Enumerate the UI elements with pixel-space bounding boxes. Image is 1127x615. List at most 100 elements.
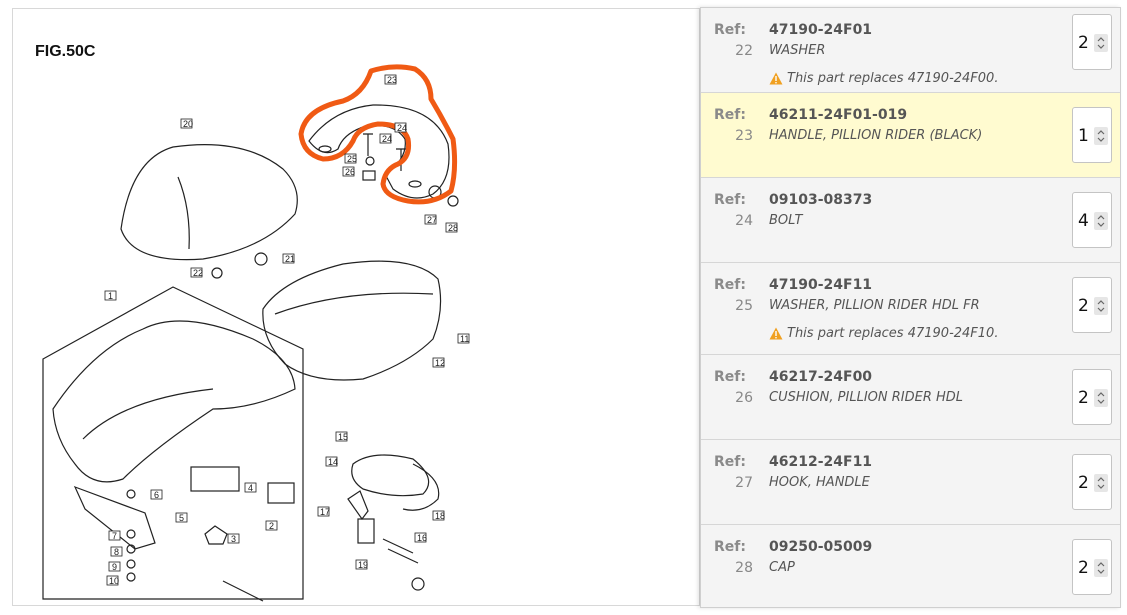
callout-label: 15 [338, 432, 348, 442]
part-description: WASHER [769, 43, 826, 58]
quantity-stepper[interactable]: 2 [1072, 369, 1112, 425]
callout-1[interactable]: 1 [104, 290, 117, 301]
ref-number: 22 [735, 43, 753, 59]
part-row-25[interactable]: Ref: 25 47190-24F11 WASHER, PILLION RIDE… [701, 263, 1120, 355]
warning-icon [769, 72, 783, 85]
callout-label: 9 [112, 562, 117, 572]
callout-label: 21 [285, 254, 295, 264]
spin-arrows-icon[interactable] [1094, 559, 1108, 577]
ref-number: 26 [735, 390, 753, 406]
ref-number: 28 [735, 560, 753, 576]
part-number[interactable]: 46211-24F01-019 [769, 107, 908, 123]
part-row-23[interactable]: Ref: 23 46211-24F01-019 HANDLE, PILLION … [701, 93, 1120, 178]
part-number[interactable]: 47190-24F01 [769, 22, 873, 38]
part-number[interactable]: 47190-24F11 [769, 277, 873, 293]
ref-label: Ref: [714, 22, 746, 38]
callout-21[interactable]: 21 [282, 253, 295, 264]
ref-label: Ref: [714, 107, 746, 123]
part-number[interactable]: 09250-05009 [769, 539, 873, 555]
supersession-note: This part replaces 47190-24F00. [769, 71, 998, 86]
quantity-value[interactable]: 2 [1078, 388, 1089, 408]
callout-label: 16 [417, 533, 427, 543]
part-row-22[interactable]: Ref: 22 47190-24F01 WASHER This part rep… [701, 8, 1120, 93]
callout-15[interactable]: 15 [335, 431, 348, 442]
exploded-view-drawing: 23 20 24 24 25 26 27 28 21 22 1 11 12 15… [42, 64, 470, 602]
callout-26[interactable]: 26 [342, 166, 355, 177]
callout-7[interactable]: 7 [108, 530, 121, 541]
spin-arrows-icon[interactable] [1094, 212, 1108, 230]
callout-label: 1 [108, 291, 113, 301]
ref-number: 25 [735, 298, 753, 314]
figure-title: FIG.50C [35, 43, 96, 60]
callout-label: 8 [114, 547, 119, 557]
callout-23[interactable]: 23 [384, 74, 397, 85]
part-row-27[interactable]: Ref: 27 46212-24F11 HOOK, HANDLE 2 [701, 440, 1120, 525]
callout-label: 17 [320, 507, 330, 517]
quantity-value[interactable]: 1 [1078, 126, 1089, 146]
part-row-24[interactable]: Ref: 24 09103-08373 BOLT 4 [701, 178, 1120, 263]
warning-icon [769, 327, 783, 340]
part-row-26[interactable]: Ref: 26 46217-24F00 CUSHION, PILLION RID… [701, 355, 1120, 440]
callout-10[interactable]: 10 [106, 575, 119, 586]
callout-16[interactable]: 16 [414, 532, 427, 543]
callout-label: 20 [183, 119, 193, 129]
callout-28[interactable]: 28 [445, 222, 458, 233]
part-description: CAP [769, 560, 795, 575]
quantity-stepper[interactable]: 1 [1072, 107, 1112, 163]
ref-label: Ref: [714, 454, 746, 470]
callout-27[interactable]: 27 [424, 214, 437, 225]
callout-label: 26 [345, 167, 355, 177]
callout-24a[interactable]: 24 [394, 122, 407, 133]
callout-label: 5 [179, 513, 184, 523]
callout-14[interactable]: 14 [325, 456, 338, 467]
callout-25[interactable]: 25 [344, 153, 357, 164]
callout-label: 28 [448, 223, 458, 233]
callout-24b[interactable]: 24 [379, 133, 392, 144]
callout-4[interactable]: 4 [244, 482, 257, 493]
callout-label: 11 [460, 334, 469, 344]
callout-12[interactable]: 12 [432, 357, 445, 368]
quantity-stepper[interactable]: 2 [1072, 454, 1112, 510]
quantity-value[interactable]: 2 [1078, 33, 1089, 53]
spin-arrows-icon[interactable] [1094, 127, 1108, 145]
callout-9[interactable]: 9 [108, 561, 121, 572]
quantity-stepper[interactable]: 2 [1072, 14, 1112, 70]
part-description: HANDLE, PILLION RIDER (BLACK) [769, 128, 983, 143]
callout-label: 3 [231, 534, 236, 544]
part-description: BOLT [769, 213, 803, 228]
parts-diagram[interactable]: FIG.50C [12, 8, 700, 606]
callout-6[interactable]: 6 [150, 489, 163, 500]
callout-2[interactable]: 2 [265, 520, 278, 531]
quantity-value[interactable]: 4 [1078, 211, 1089, 231]
callout-5[interactable]: 5 [175, 512, 188, 523]
callout-22[interactable]: 22 [190, 267, 203, 278]
ref-label: Ref: [714, 369, 746, 385]
quantity-value[interactable]: 2 [1078, 473, 1089, 493]
callout-8[interactable]: 8 [110, 546, 123, 557]
quantity-stepper[interactable]: 4 [1072, 192, 1112, 248]
callout-19[interactable]: 19 [355, 559, 368, 570]
callout-3[interactable]: 3 [227, 533, 240, 544]
callout-label: 14 [328, 457, 338, 467]
part-row-28[interactable]: Ref: 28 09250-05009 CAP 2 [701, 525, 1120, 607]
spin-arrows-icon[interactable] [1094, 34, 1108, 52]
part-number[interactable]: 46212-24F11 [769, 454, 873, 470]
part-number[interactable]: 09103-08373 [769, 192, 873, 208]
spin-arrows-icon[interactable] [1094, 389, 1108, 407]
parts-list[interactable]: Ref: 22 47190-24F01 WASHER This part rep… [700, 7, 1121, 608]
spin-arrows-icon[interactable] [1094, 474, 1108, 492]
callout-17[interactable]: 17 [317, 506, 330, 517]
callout-20[interactable]: 20 [180, 118, 193, 129]
quantity-value[interactable]: 2 [1078, 558, 1089, 578]
callout-18[interactable]: 18 [432, 510, 445, 521]
quantity-stepper[interactable]: 2 [1072, 539, 1112, 595]
ref-number: 23 [735, 128, 753, 144]
quantity-stepper[interactable]: 2 [1072, 277, 1112, 333]
supersession-text: This part replaces 47190-24F00. [787, 71, 999, 86]
spin-arrows-icon[interactable] [1094, 297, 1108, 315]
callout-11[interactable]: 11 [457, 333, 470, 344]
ref-label: Ref: [714, 277, 746, 293]
part-number[interactable]: 46217-24F00 [769, 369, 873, 385]
quantity-value[interactable]: 2 [1078, 296, 1089, 316]
callout-label: 19 [358, 560, 368, 570]
